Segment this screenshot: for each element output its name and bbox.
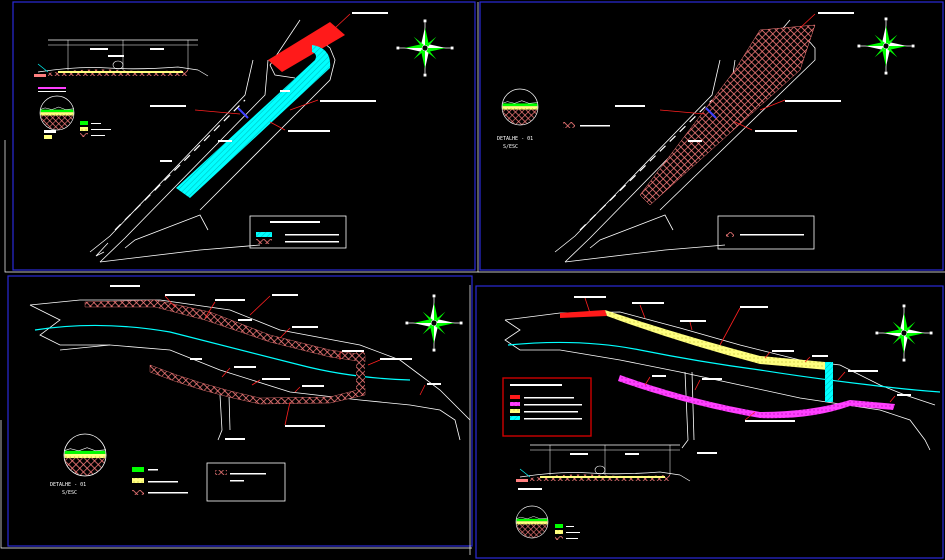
legend-box-red	[502, 377, 592, 437]
sheet-frame-top-left	[12, 1, 476, 271]
cyan-section	[825, 362, 833, 402]
sheet-frame-top-right	[479, 1, 944, 271]
section-circle-icon	[502, 89, 538, 125]
sheet-frame-bottom-right	[475, 285, 944, 559]
legend-box	[717, 215, 815, 250]
hatched-road-section	[639, 24, 816, 206]
yellow-section	[605, 310, 828, 370]
north-arrow-icon	[405, 294, 463, 352]
sheet-bottom-left: DETALHE - 01 S/ESC	[29, 285, 471, 502]
section-circle-icon	[516, 506, 548, 538]
detail-title: DETALHE - 01	[497, 136, 533, 142]
detail-scale: S/ESC	[62, 490, 77, 496]
water-line	[507, 341, 941, 393]
cyan-pavement-section	[176, 45, 331, 198]
detail-title: DETALHE - 01	[50, 482, 86, 488]
lower-road-hatch	[149, 364, 366, 405]
section-circle-icon	[64, 434, 106, 476]
legend-box	[249, 215, 347, 249]
red-pavement-section	[268, 22, 345, 72]
north-arrow-icon	[857, 17, 915, 75]
sheet-frame-bottom-left	[7, 275, 473, 547]
detail-scale: S/ESC	[503, 144, 518, 150]
section-circle-icon	[40, 96, 74, 130]
sheet-top-right: DETALHE - 01 S/ESC	[497, 12, 915, 263]
sheet-bottom-right	[502, 296, 941, 540]
sheet-top-left	[33, 12, 454, 263]
north-arrow-icon	[396, 19, 454, 77]
water-line	[34, 324, 411, 381]
red-section	[560, 310, 607, 318]
magenta-section	[618, 375, 895, 419]
legend-box	[206, 462, 286, 502]
north-arrow-icon	[875, 304, 933, 362]
